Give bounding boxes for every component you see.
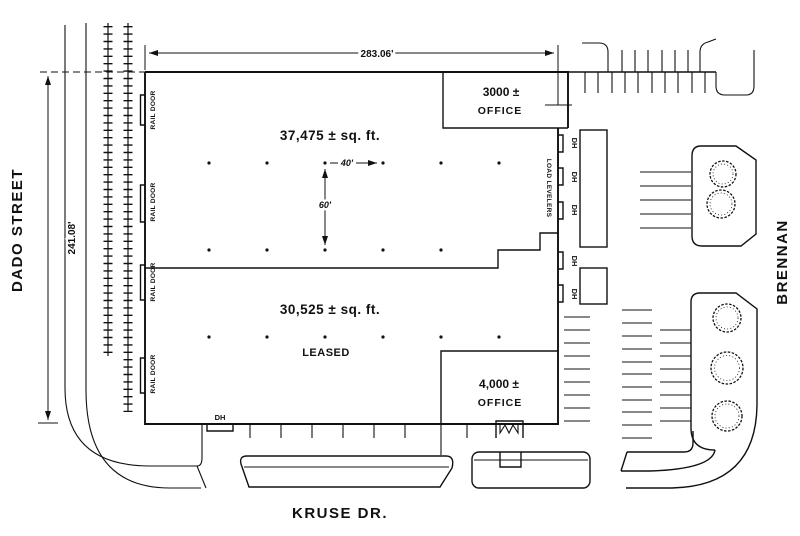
dock-door-labels: DH DH DH DH DH LOAD LEVELERS xyxy=(545,138,579,300)
dh-label: DH xyxy=(570,289,579,300)
dh-label: DH xyxy=(215,413,226,422)
trees xyxy=(706,160,744,432)
north-parking xyxy=(568,38,755,96)
east-wall-stalls xyxy=(564,316,590,422)
dim-width-label: 283.06' xyxy=(361,49,394,60)
entry-median-island xyxy=(471,451,591,489)
tree xyxy=(712,303,742,333)
truck-court-stalls xyxy=(249,424,468,455)
bay-width-label: 40' xyxy=(340,158,354,168)
leased-label: LEASED xyxy=(302,347,350,359)
lower-office-wall xyxy=(440,350,558,424)
upper-office-label: OFFICE xyxy=(478,105,523,117)
rail-door-labels: RAIL DOOR RAIL DOOR RAIL DOOR RAIL DOOR xyxy=(150,90,157,393)
lower-office-label: OFFICE xyxy=(478,397,523,409)
demising-wall xyxy=(145,232,558,269)
tree xyxy=(706,189,736,219)
load-levelers-label: LOAD LEVELERS xyxy=(545,159,552,218)
dh-label: DH xyxy=(570,256,579,267)
east-parking-lower xyxy=(620,292,758,489)
railroad-tracks xyxy=(103,23,133,412)
building-outline xyxy=(144,71,569,425)
long-median-island xyxy=(239,455,454,488)
dock-doors-east xyxy=(558,134,564,303)
dh-label: DH xyxy=(570,205,579,216)
rail-door-label: RAIL DOOR xyxy=(150,354,157,393)
street-label-dado: DADO STREET xyxy=(9,168,26,292)
rail-door-label: RAIL DOOR xyxy=(150,182,157,221)
tree xyxy=(709,160,737,188)
lower-office-size: 4,000 ± xyxy=(479,377,519,391)
tree xyxy=(710,351,744,385)
street-label-kruse: KRUSE DR. xyxy=(292,505,388,522)
dimension-width: 283.06' xyxy=(144,45,572,106)
rail-door-label: RAIL DOOR xyxy=(150,90,157,129)
dock-aprons xyxy=(579,129,608,305)
rail-doors xyxy=(139,94,145,394)
upper-office-wall xyxy=(442,72,568,129)
dh-label: DH xyxy=(570,138,579,149)
street-label-brennan: BRENNAN xyxy=(774,219,791,305)
bay-dimensions: 40' 60' xyxy=(316,156,377,245)
upper-office-size: 3000 ± xyxy=(483,85,520,99)
upper-area-label: 37,475 ± sq. ft. xyxy=(280,128,380,143)
tree xyxy=(711,400,743,432)
dado-street-curbs xyxy=(64,23,207,489)
east-parking-upper xyxy=(640,145,757,247)
dim-height-label: 241.08' xyxy=(67,222,78,255)
dimension-height: 241.08' xyxy=(38,71,145,424)
column-grid-dots xyxy=(207,161,501,339)
lower-area-label: 30,525 ± sq. ft. xyxy=(280,302,380,317)
dh-label: DH xyxy=(570,172,579,183)
rail-door-label: RAIL DOOR xyxy=(150,262,157,301)
dock-door-south: DH xyxy=(206,413,234,432)
office-entry xyxy=(495,420,524,438)
bay-depth-label: 60' xyxy=(319,200,332,210)
